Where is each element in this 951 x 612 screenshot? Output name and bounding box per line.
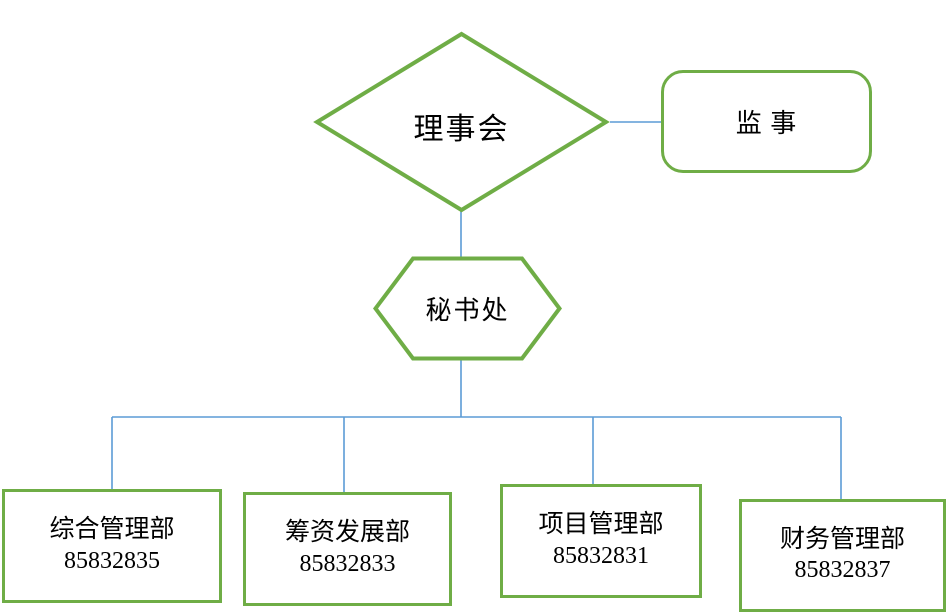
hexagon-shape — [373, 256, 562, 361]
node-department-2[interactable]: 筹资发展部 85832833 — [243, 492, 452, 606]
node-secretariat-label: 秘书处 — [425, 296, 510, 325]
department-name: 财务管理部 — [779, 525, 905, 553]
node-secretariat[interactable]: 秘书处 — [373, 256, 562, 361]
node-board-of-directors[interactable]: 理事会 — [313, 30, 610, 222]
node-department-4[interactable]: 财务管理部 85832837 — [739, 499, 946, 612]
department-name: 筹资发展部 — [284, 519, 410, 547]
node-department-3[interactable]: 项目管理部 85832831 — [500, 484, 702, 598]
node-department-1[interactable]: 综合管理部 85832835 — [2, 489, 222, 603]
department-phone: 85832835 — [64, 547, 160, 574]
diamond-shape — [313, 31, 610, 213]
department-name: 项目管理部 — [538, 511, 664, 539]
node-supervisor[interactable]: 监 事 — [661, 70, 872, 173]
department-phone: 85832831 — [553, 542, 649, 569]
department-name: 综合管理部 — [49, 516, 175, 544]
node-supervisor-label: 监 事 — [735, 109, 798, 138]
department-phone: 85832837 — [794, 557, 891, 584]
department-phone: 85832833 — [299, 550, 396, 577]
node-board-label: 理事会 — [413, 113, 510, 146]
